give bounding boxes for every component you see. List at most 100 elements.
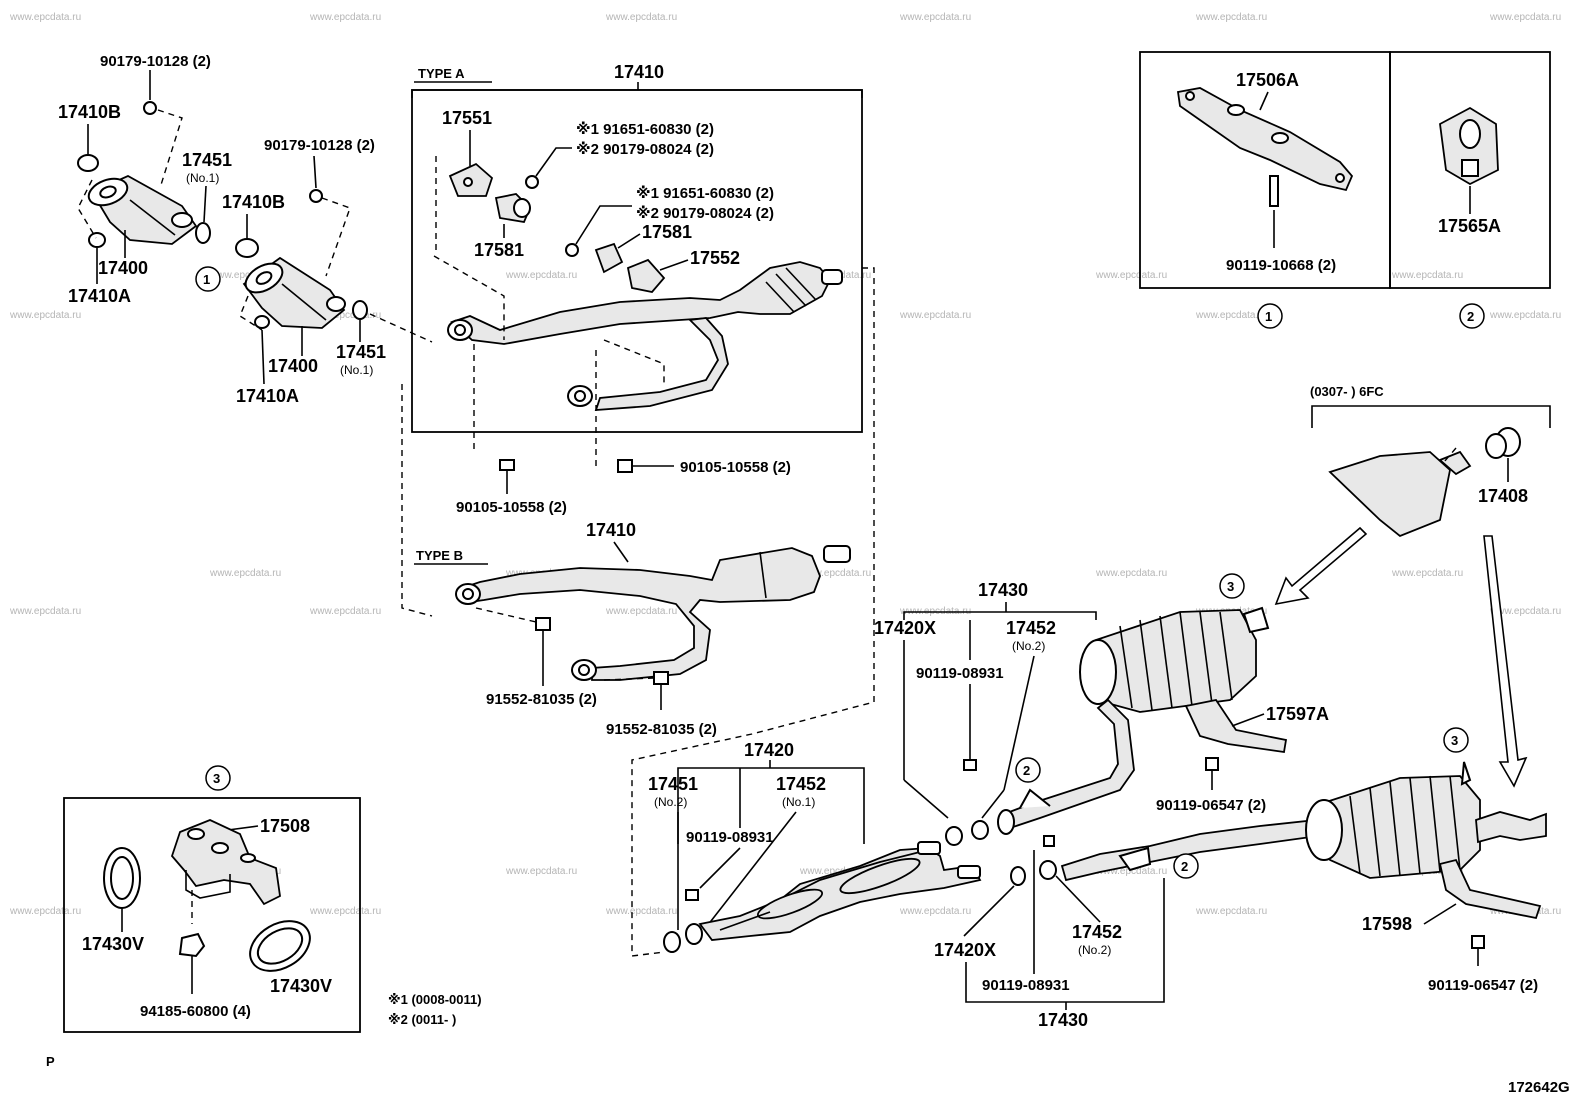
pipe-end	[997, 809, 1015, 835]
part-label-17430: 17430	[1038, 1010, 1088, 1030]
watermark: www.epcdata.ru	[1391, 568, 1463, 579]
catalytic-converter-17400-lower[interactable]	[241, 256, 346, 329]
gasket-17410B-upper[interactable]	[77, 154, 99, 172]
watermark: www.epcdata.ru	[9, 906, 81, 917]
part-label-17430V: 17430V	[82, 934, 144, 954]
nut-icon[interactable]	[309, 189, 323, 203]
date-note-2: ※2 (0011- )	[388, 1012, 456, 1027]
bolt-icon[interactable]	[653, 671, 669, 685]
bolt-icon[interactable]	[963, 759, 977, 771]
bolt-icon[interactable]	[1471, 935, 1485, 949]
watermark: www.epcdata.ru	[605, 606, 677, 617]
watermark: www.epcdata.ru	[1095, 866, 1167, 877]
bolt-icon[interactable]	[565, 243, 579, 257]
hanger-detail-box: 3 17508 17430V 17430V 94185-60800 (4)	[63, 765, 361, 1033]
gasket-17420X[interactable]	[1010, 866, 1026, 886]
bolt-icon[interactable]	[525, 175, 539, 189]
diagram-code: 172642G	[1508, 1079, 1570, 1096]
tailpipe-upper-label-group: 17430 17420X 17452 (No.2) 90119-08931	[874, 580, 1097, 846]
part-label-17430V: 17430V	[270, 976, 332, 996]
part-label-90119-08931: 90119-08931	[916, 665, 1004, 682]
watermark: www.epcdata.ru	[1195, 310, 1267, 321]
part-label-17581: 17581	[642, 222, 692, 242]
watermark: www.epcdata.ru	[799, 866, 871, 877]
gasket-17451-lower[interactable]	[352, 300, 368, 320]
exhaust-hanger-17508[interactable]	[170, 819, 281, 906]
callout-1-label: 1	[1265, 309, 1272, 324]
part-label-90179-10128: 90179-10128 (2)	[264, 137, 375, 154]
callout-2	[1173, 853, 1199, 879]
muffler-tail-section[interactable]	[1328, 451, 1451, 538]
part-label-90105-10558: 90105-10558 (2)	[680, 459, 791, 476]
hanger-tab	[1242, 606, 1270, 634]
gasket-17451[interactable]	[663, 931, 681, 953]
watermark: www.epcdata.ru	[309, 310, 381, 321]
watermark: www.epcdata.ru	[1489, 12, 1561, 23]
muffler-end-cap	[1305, 799, 1343, 861]
front-exhaust-pipe-type-b[interactable]	[455, 545, 851, 681]
part-label-90119-06547: 90119-06547 (2)	[1156, 797, 1266, 814]
gasket-17410A-upper[interactable]	[88, 232, 106, 248]
watermark: www.epcdata.ru	[605, 12, 677, 23]
watermark: www.epcdata.ru	[9, 310, 81, 321]
watermark: www.epcdata.ru	[1095, 568, 1167, 579]
part-label-17410A: 17410A	[236, 386, 299, 406]
bolt-icon[interactable]	[499, 459, 515, 471]
heat-insulator-17597A[interactable]	[1184, 698, 1288, 754]
callout-3	[205, 765, 231, 791]
main-muffler-17430[interactable]	[997, 606, 1270, 835]
gasket-17410B-lower[interactable]	[235, 238, 259, 258]
hanger-tab	[1460, 761, 1472, 786]
nut-icon[interactable]	[143, 101, 157, 115]
bolt-icon[interactable]	[535, 617, 551, 631]
catalytic-converter-17400-upper[interactable]	[85, 174, 198, 245]
pipe-end	[821, 269, 843, 285]
part-sublabel-no2: (No.2)	[1012, 639, 1045, 653]
bolt-icon[interactable]	[685, 889, 699, 901]
exhaust-bracket-17506A[interactable]	[1176, 87, 1354, 192]
watermark: www.epcdata.ru	[1195, 906, 1267, 917]
bracket-detail-box: 17506A 90119-10668 (2) 17565A 1 2	[1139, 51, 1551, 329]
gasket-17451-upper[interactable]	[195, 222, 211, 244]
center-exhaust-pipe-17420[interactable]	[698, 841, 982, 941]
callout-3	[1443, 727, 1469, 753]
bolt-icon[interactable]	[1269, 175, 1279, 207]
type-b-assembly: 17410 TYPE B 91552-81035 (2) 91552-81035…	[401, 384, 851, 738]
bracket-17581[interactable]	[594, 242, 624, 274]
heat-insulator-17552[interactable]	[626, 258, 666, 293]
part-label-17451: 17451	[336, 342, 386, 362]
gasket-17420X[interactable]	[945, 826, 963, 846]
part-label-90119-08931: 90119-08931	[982, 977, 1070, 994]
bolt-icon[interactable]	[1043, 835, 1055, 847]
watermark: www.epcdata.ru	[799, 568, 871, 579]
watermark: www.epcdata.ru	[1489, 606, 1561, 617]
nut-icon[interactable]	[178, 932, 206, 958]
gasket-17452[interactable]	[1039, 860, 1057, 880]
gasket-17452[interactable]	[971, 820, 989, 840]
bolt-icon[interactable]	[617, 459, 633, 473]
bolt-icon[interactable]	[1205, 757, 1219, 771]
heat-insulator-17598[interactable]	[1438, 858, 1542, 920]
part-label-17508: 17508	[260, 816, 310, 836]
center-pipe-group: 17420 17451 (No.2) 17452 (No.1) 90119-08…	[648, 740, 982, 953]
part-label-90105-10558: 90105-10558 (2)	[456, 499, 567, 516]
detail-frame-3	[63, 797, 361, 1033]
pipe-end	[823, 545, 851, 563]
tailpipe-lower-group: 17420X 17452 (No.2) 90119-08931 17430 2 …	[934, 727, 1547, 1030]
part-label-91651-60830: ※1 91651-60830 (2)	[636, 184, 774, 202]
part-label-17452: 17452	[776, 774, 826, 794]
watermark: www.epcdata.ru	[1195, 12, 1267, 23]
part-label-17420X: 17420X	[934, 940, 996, 960]
part-label-17581: 17581	[474, 240, 524, 260]
part-label-17430: 17430	[978, 580, 1028, 600]
part-label-90119-10668: 90119-10668 (2)	[1226, 257, 1336, 274]
part-label-94185-60800: 94185-60800 (4)	[140, 1003, 251, 1020]
part-label-17410: 17410	[614, 62, 664, 82]
gasket-17452[interactable]	[685, 923, 703, 945]
part-label-17420: 17420	[744, 740, 794, 760]
part-label-17451: 17451	[182, 150, 232, 170]
type-b-label: TYPE B	[416, 548, 463, 563]
gasket-17410A-lower[interactable]	[254, 315, 270, 329]
watermark: www.epcdata.ru	[309, 606, 381, 617]
front-exhaust-pipe-type-a[interactable]	[447, 261, 843, 411]
